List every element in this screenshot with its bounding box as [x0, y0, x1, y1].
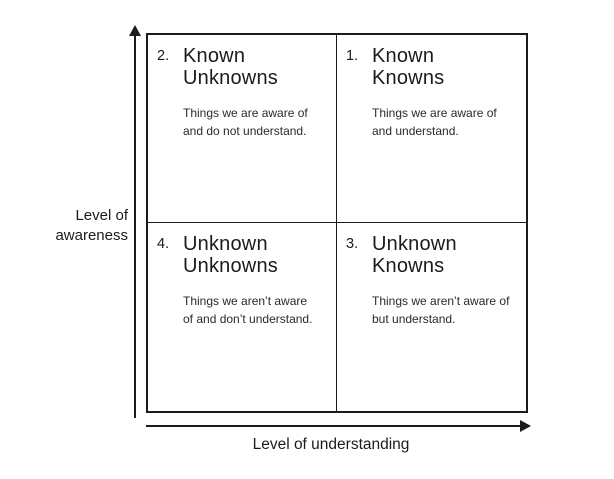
quadrant-description-line: and understand. [372, 124, 459, 138]
x-axis-line [146, 425, 522, 427]
quadrant-matrix: 2. Known Unknowns Things we are aware of… [146, 33, 528, 413]
quadrant-description-line: Things we are aware of [372, 106, 497, 120]
quadrant-title-line: Known [183, 45, 246, 67]
quadrant-title-line: Known [372, 45, 435, 67]
quadrant-number: 4. [157, 236, 170, 252]
quadrant-unknown-unknowns: 4. Unknown Unknowns Things we aren’t awa… [148, 223, 337, 411]
quadrant-description-line: Things we aren’t aware of [372, 294, 510, 308]
quadrant-description: Things we aren’t aware of but understand… [372, 292, 518, 328]
y-axis-line [134, 32, 136, 418]
quadrant-description: Things we are aware of and understand. [372, 104, 518, 140]
quadrant-known-knowns: 1. Known Knowns Things we are aware of a… [337, 35, 526, 223]
quadrant-description: Things we aren’t aware of and don’t unde… [183, 292, 328, 328]
quadrant-title-line: Unknowns [183, 67, 278, 89]
y-axis-label-line: awareness [55, 227, 128, 244]
quadrant-title-line: Knowns [372, 67, 445, 89]
quadrant-title: Known Unknowns [183, 45, 328, 89]
quadrant-unknown-knowns: 3. Unknown Knowns Things we aren’t aware… [337, 223, 526, 411]
quadrant-number: 2. [157, 48, 170, 64]
quadrant-description-line: of and don’t understand. [183, 312, 313, 326]
quadrant-description-line: Things we aren’t aware [183, 294, 308, 308]
quadrant-description-line: Things we are aware of [183, 106, 308, 120]
quadrant-title: Known Knowns [372, 45, 518, 89]
quadrant-title-line: Unknown [372, 233, 457, 255]
quadrant-title-line: Unknowns [183, 255, 278, 277]
quadrant-title-line: Knowns [372, 255, 445, 277]
quadrant-number: 3. [346, 236, 359, 252]
y-axis-label: Level of awareness [0, 206, 128, 246]
x-axis-label: Level of understanding [252, 436, 410, 453]
quadrant-known-unknowns: 2. Known Unknowns Things we are aware of… [148, 35, 337, 223]
quadrant-description: Things we are aware of and do not unders… [183, 104, 328, 140]
y-axis-arrowhead-up-icon [129, 25, 141, 36]
quadrant-title: Unknown Unknowns [183, 233, 328, 277]
x-axis-arrowhead-right-icon [520, 420, 531, 432]
y-axis-label-line: Level of [75, 207, 128, 224]
quadrant-description-line: and do not understand. [183, 124, 307, 138]
quadrant-number: 1. [346, 48, 359, 64]
quadrant-description-line: but understand. [372, 312, 456, 326]
quadrant-title: Unknown Knowns [372, 233, 518, 277]
quadrant-title-line: Unknown [183, 233, 268, 255]
